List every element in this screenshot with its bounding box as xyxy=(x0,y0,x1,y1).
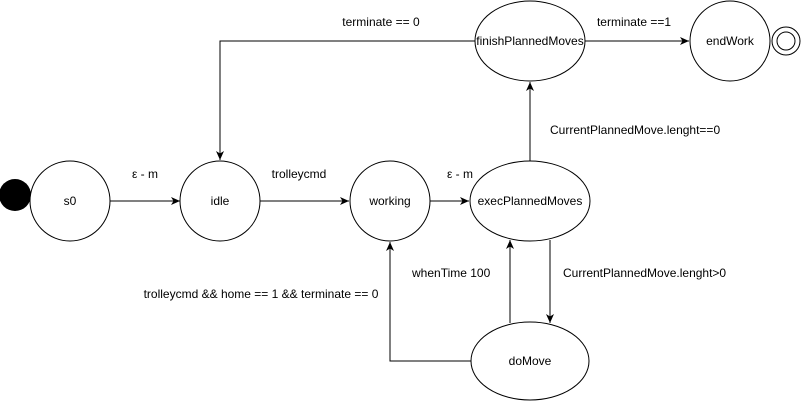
state-finish-planned-moves-label: finishPlannedMoves xyxy=(476,34,583,48)
state-do-move[interactable]: doMove xyxy=(470,321,590,401)
state-do-move-label: doMove xyxy=(509,354,552,368)
label-domove-to-working: trolleycmd && home == 1 && terminate == … xyxy=(144,287,379,301)
initial-state-dot xyxy=(0,179,31,211)
state-finish-planned-moves[interactable]: finishPlannedMoves xyxy=(474,0,586,82)
state-exec-planned-moves[interactable]: execPlannedMoves xyxy=(469,160,591,242)
state-exec-planned-moves-label: execPlannedMoves xyxy=(478,194,583,208)
state-idle[interactable]: idle xyxy=(179,160,261,242)
state-s0-label: s0 xyxy=(64,194,77,208)
label-exec-to-domove: CurrentPlannedMove.lenght>0 xyxy=(563,266,726,280)
label-idle-to-working: trolleycmd xyxy=(272,167,327,181)
label-finish-to-idle: terminate == 0 xyxy=(342,15,420,29)
final-state-marker xyxy=(771,26,801,56)
label-exec-to-finish: CurrentPlannedMove.lenght==0 xyxy=(550,123,720,137)
label-working-to-exec: ε - m xyxy=(447,167,473,181)
label-s0-to-idle: ε - m xyxy=(132,167,158,181)
label-domove-to-exec: whenTime 100 xyxy=(411,266,491,280)
state-working[interactable]: working xyxy=(349,160,431,242)
state-end-work-label: endWork xyxy=(706,34,755,48)
edge-domove-to-working xyxy=(386,242,471,362)
label-finish-to-endwork: terminate ==1 xyxy=(597,15,671,29)
state-s0[interactable]: s0 xyxy=(29,160,111,242)
state-end-work[interactable]: endWork xyxy=(689,0,771,82)
state-idle-label: idle xyxy=(211,194,230,208)
state-working-label: working xyxy=(368,194,410,208)
edge-finish-to-idle xyxy=(216,40,475,160)
